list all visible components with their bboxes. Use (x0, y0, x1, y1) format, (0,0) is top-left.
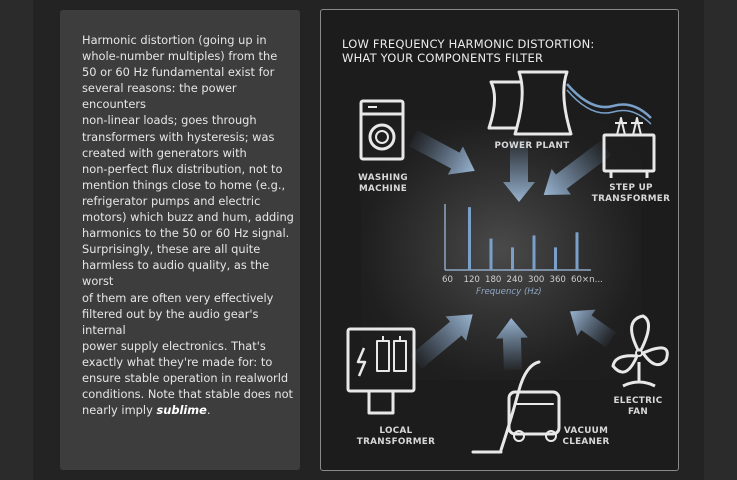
arrow-from-electric-fan (570, 309, 617, 348)
caption-step-up-transformer: STEP UP TRANSFORMER (591, 183, 671, 205)
diagram-panel: LOW FREQUENCY HARMONIC DISTORTION: WHAT … (320, 9, 679, 471)
caption-local-transformer-text: LOCAL TRANSFORMER (356, 426, 436, 447)
diagram-graphics: 60 120 180 240 300 360 60×n... Frequency (Hz) (346, 70, 669, 454)
explanation-text-end: . (206, 403, 211, 418)
harmonic-chart: 60 120 180 240 300 360 60×n... Frequency (Hz) (442, 204, 603, 297)
chart-tick-label: 120 (464, 275, 480, 285)
arrow-from-vacuum-cleaner (495, 318, 528, 371)
caption-power-plant-text: POWER PLANT (494, 141, 570, 151)
diagram-title-line1: LOW FREQUENCY HARMONIC DISTORTION: (342, 37, 595, 51)
arrow-from-power-plant (503, 138, 535, 202)
chart-x-axis-label: Frequency (Hz) (476, 287, 542, 297)
diagram-title: LOW FREQUENCY HARMONIC DISTORTION: WHAT … (342, 37, 594, 65)
chart-bar-60×n... (575, 232, 579, 270)
text-panel: Harmonic distortion (going up in whole-n… (60, 10, 300, 470)
chart-tick-label: 240 (507, 275, 523, 285)
step-up-transformer-icon (602, 117, 656, 178)
caption-electric-fan: ELECTRIC FAN (608, 396, 668, 418)
diagram-title-line2: WHAT YOUR COMPONENTS FILTER (342, 51, 544, 65)
chart-tick-label: 300 (528, 275, 544, 285)
explanation-text-main: Harmonic distortion (going up in whole-n… (82, 33, 294, 418)
caption-local-transformer: LOCAL TRANSFORMER (351, 426, 441, 448)
chart-bar-360 (554, 247, 557, 270)
chart-tick-label: 60×n... (571, 275, 603, 285)
chart-tick-label: 180 (485, 275, 501, 285)
electric-fan-icon (611, 314, 669, 388)
caption-power-plant: POWER PLANT (487, 141, 577, 152)
chart-bar-180 (489, 238, 493, 270)
caption-vacuum-cleaner: VACUUM CLEANER (549, 426, 623, 448)
chart-bar-300 (532, 235, 536, 270)
local-transformer-icon (346, 327, 416, 415)
arrow-from-step-up-transformer (543, 140, 612, 195)
arrow-from-washing-machine (408, 130, 475, 175)
arrow-from-local-transformer (410, 314, 473, 369)
emphasis-sublime: sublime (156, 403, 207, 418)
chart-bar-240 (511, 247, 514, 270)
caption-washing-machine-text: WASHING MACHINE (358, 173, 408, 194)
caption-step-up-transformer-text: STEP UP TRANSFORMER (591, 183, 671, 204)
caption-vacuum-cleaner-text: VACUUM CLEANER (562, 426, 610, 447)
chart-bar-120 (468, 207, 471, 270)
inward-arrows (408, 130, 617, 371)
chart-tick-label: 60 (442, 275, 453, 285)
vacuum-cleaner-icon (471, 360, 561, 454)
caption-electric-fan-text: ELECTRIC FAN (613, 396, 663, 417)
washing-machine-icon (359, 99, 405, 161)
explanation-text: Harmonic distortion (going up in whole-n… (82, 32, 297, 418)
chart-tick-label: 360 (550, 275, 566, 285)
power-plant-icon (487, 70, 652, 136)
caption-washing-machine: WASHING MACHINE (351, 173, 415, 195)
